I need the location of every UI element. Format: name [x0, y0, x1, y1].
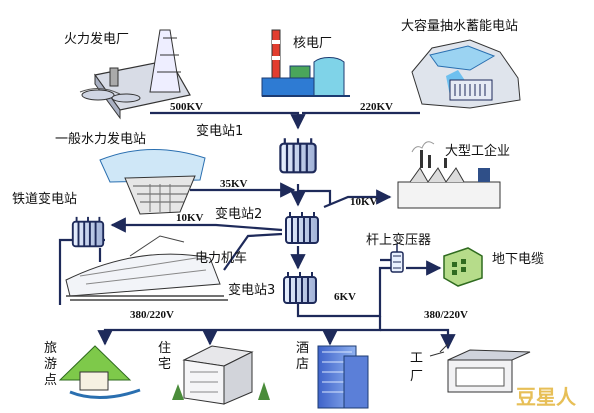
housing-illustration — [172, 345, 270, 405]
substation-2-transformer — [285, 211, 319, 244]
voltage-35kv: 35KV — [220, 178, 248, 190]
factory-label-1: 工 — [410, 351, 423, 366]
underground-cable-label: 地下电缆 — [492, 251, 544, 267]
substation-3-label: 变电站3 — [228, 282, 275, 298]
underground-cable-illustration — [443, 247, 483, 287]
voltage-6kv: 6KV — [334, 291, 356, 303]
tourism-label-3: 点 — [44, 373, 57, 388]
hotel-label-2: 店 — [296, 357, 309, 372]
hotel-illustration — [317, 345, 369, 409]
tourism-label-1: 旅 — [44, 341, 57, 356]
voltage-380-220v-left: 380/220V — [130, 309, 174, 321]
tourism-illustration — [58, 345, 141, 400]
housing-label-2: 宅 — [158, 357, 171, 372]
power-lines — [58, 111, 456, 350]
housing-label-1: 住 — [158, 341, 171, 356]
factory-label-2: 厂 — [410, 369, 423, 384]
pole-transformer-label: 杆上变压器 — [366, 232, 431, 248]
locomotive-illustration — [65, 235, 228, 301]
locomotive-label: 电力机车 — [195, 250, 247, 266]
thermal-plant-illustration — [79, 29, 191, 120]
watermark-text: 豆星人 — [516, 385, 577, 409]
substation-2-label: 变电站2 — [215, 206, 262, 222]
voltage-10kv-right: 10KV — [350, 196, 378, 208]
industry-illustration — [397, 141, 501, 209]
voltage-500kv: 500KV — [170, 101, 203, 113]
railway-substation-label: 铁道变电站 — [12, 191, 77, 207]
nuclear-plant-illustration — [261, 29, 350, 97]
pole-transformer-illustration — [380, 244, 404, 273]
voltage-380-220v-right: 380/220V — [424, 309, 468, 321]
railway-substation-transformer — [71, 215, 105, 248]
tourism-label-2: 游 — [44, 357, 57, 372]
voltage-10kv-left: 10KV — [176, 212, 204, 224]
hydro-plant-illustration — [99, 148, 206, 215]
nuclear-plant-label: 核电厂 — [293, 36, 332, 51]
substation-1-transformer — [279, 137, 317, 174]
pumped-storage-illustration — [411, 39, 521, 109]
pumped-storage-label: 大容量抽水蓄能电站 — [401, 18, 518, 34]
hydro-plant-label: 一般水力发电站 — [55, 131, 146, 147]
factory-illustration — [429, 343, 531, 393]
voltage-220kv: 220KV — [360, 101, 393, 113]
substation-3-transformer — [283, 271, 317, 304]
hotel-label-1: 酒 — [296, 341, 309, 356]
industry-label: 大型工企业 — [445, 143, 510, 159]
thermal-plant-label: 火力发电厂 — [64, 31, 129, 47]
substation-1-label: 变电站1 — [196, 123, 243, 139]
